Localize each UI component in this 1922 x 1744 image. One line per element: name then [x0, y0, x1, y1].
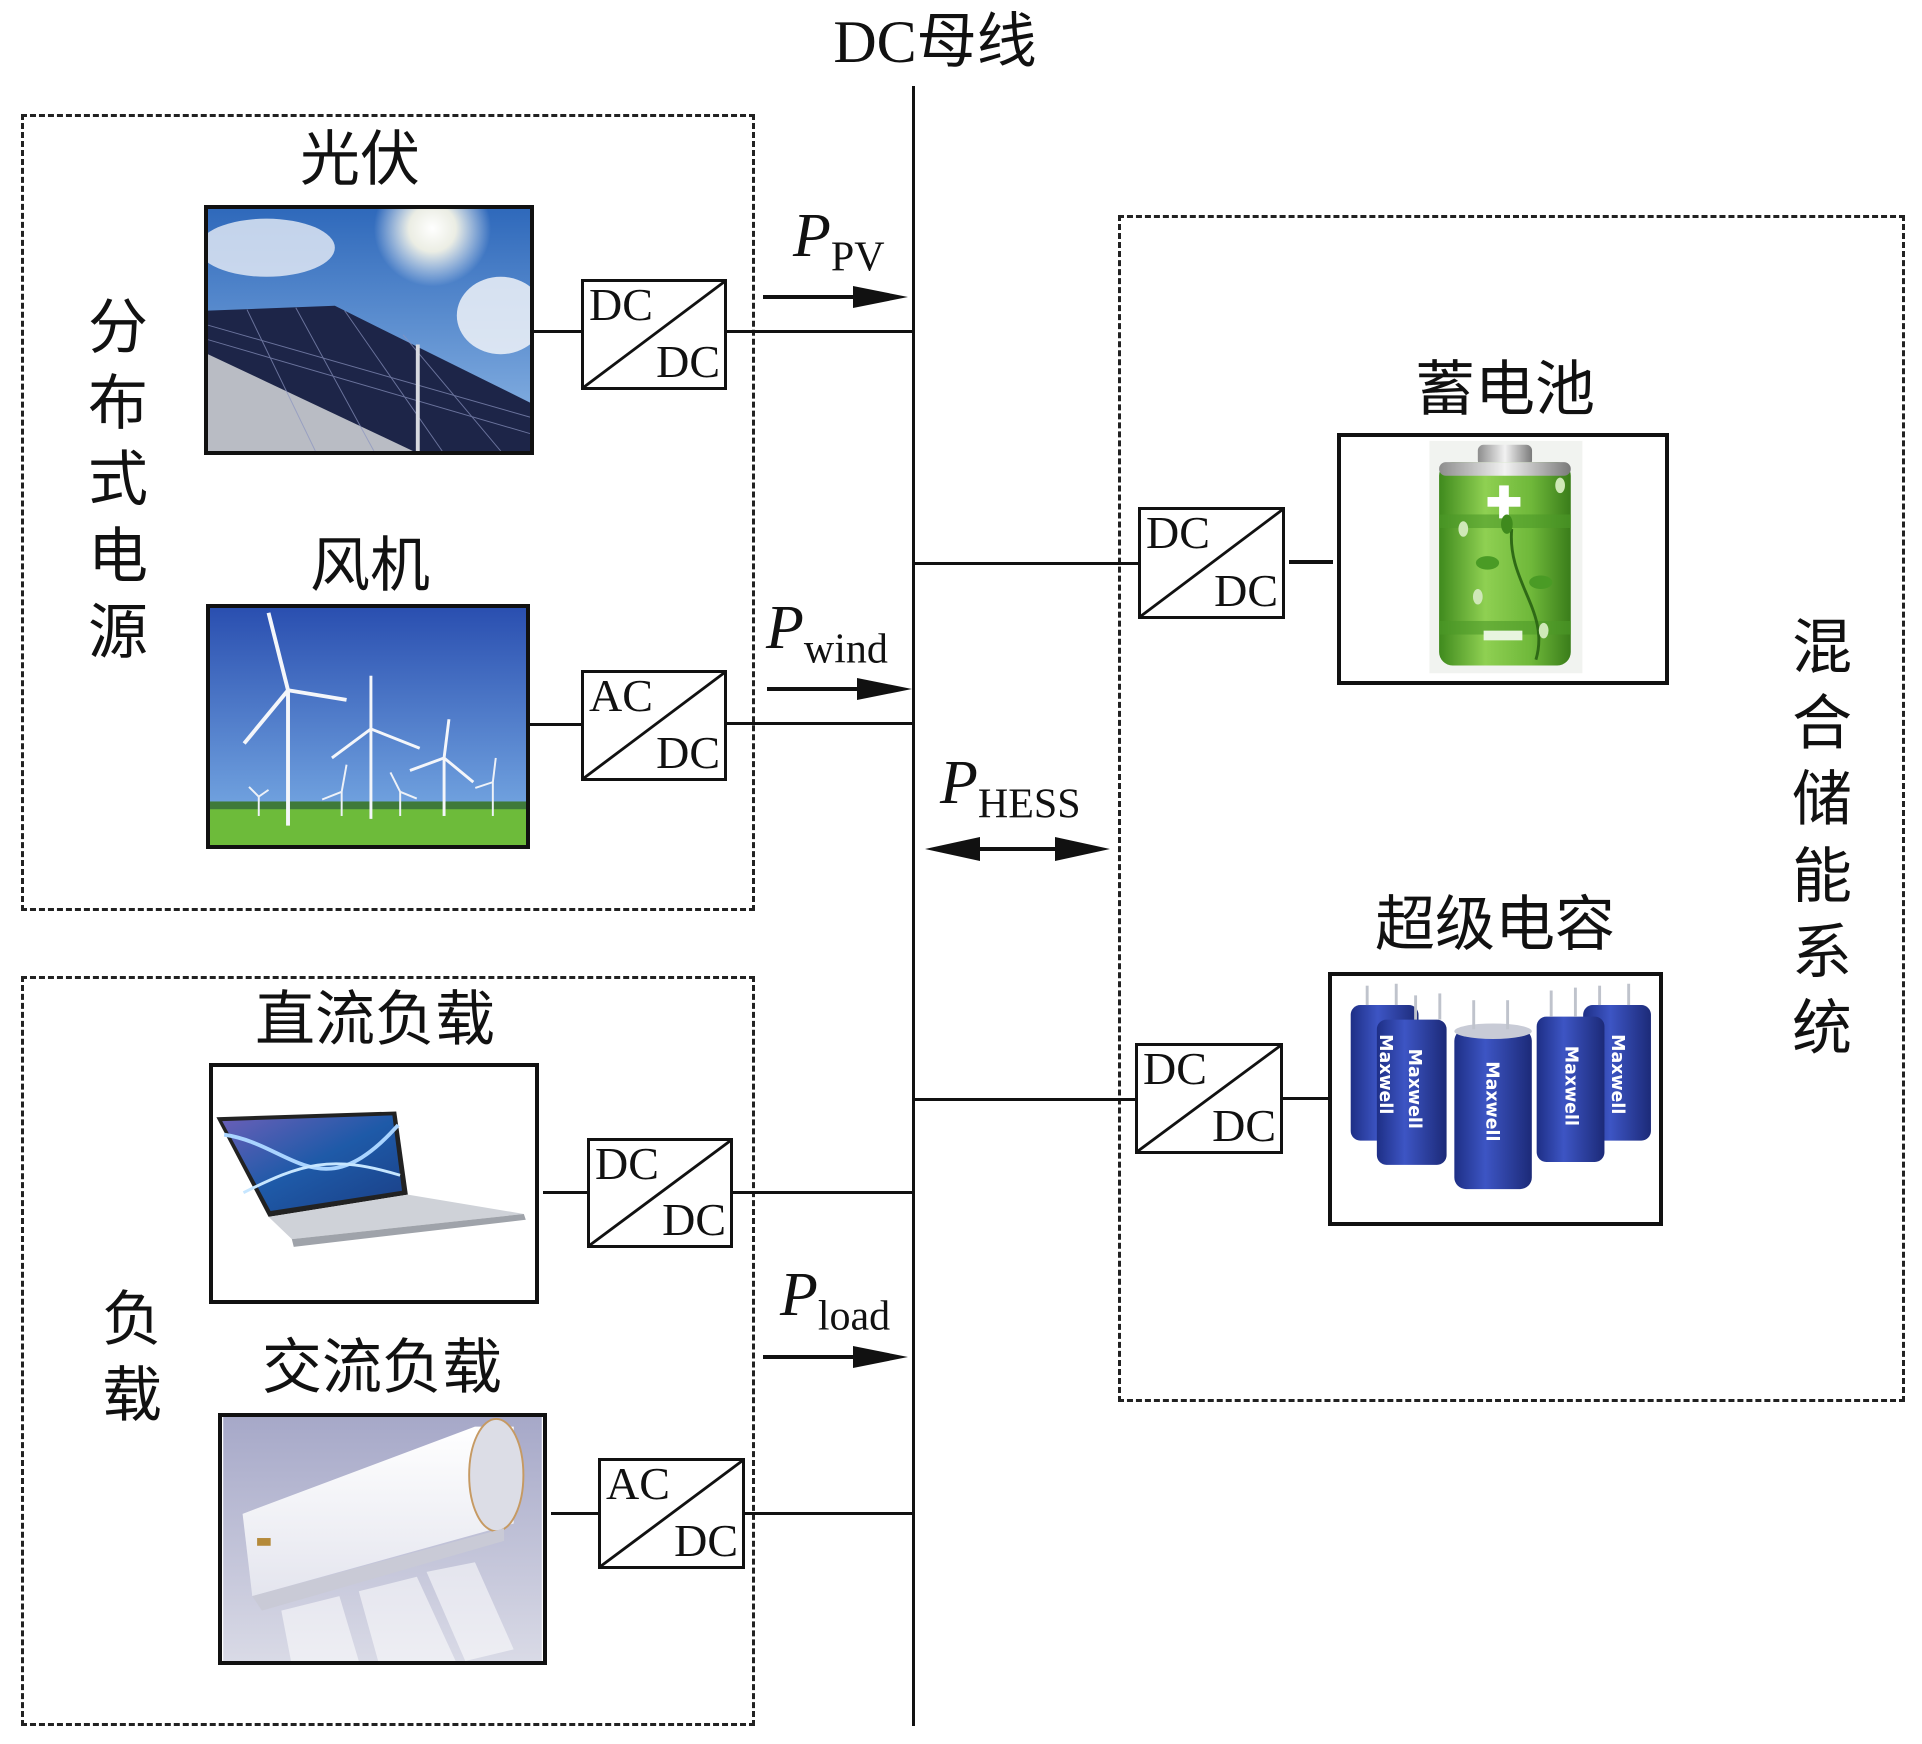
air-conditioner-icon — [223, 1417, 542, 1661]
group-loads — [21, 976, 755, 1726]
dc-load-image — [209, 1063, 539, 1304]
flow-arrow-hess-bidirectional — [925, 837, 1110, 861]
bus-to-supercap-converter-line — [914, 1098, 1135, 1101]
supercap-image: Maxwell Maxwell Maxwell Maxwell Maxwell — [1328, 972, 1663, 1226]
group-hess — [1118, 215, 1905, 1402]
ac-load-image — [218, 1413, 547, 1665]
group-label-char: 负 — [102, 1287, 162, 1353]
group-label-char: 储 — [1792, 767, 1852, 834]
group-label-char: 源 — [88, 599, 148, 666]
supercap-converter-to-supercap-line — [1283, 1097, 1328, 1100]
group-distributed-sources — [21, 114, 755, 911]
dc-bus-title: DC母线 — [833, 9, 1037, 75]
wind-converter: AC DC — [581, 670, 727, 781]
flow-label-wind: Pwind — [766, 594, 888, 673]
battery-label: 蓄电池 — [1415, 357, 1595, 423]
wind-to-bus-line — [727, 722, 914, 725]
svg-text:Maxwell: Maxwell — [1375, 1034, 1395, 1114]
wind-converter-in: AC — [589, 670, 653, 721]
battery-converter: DC DC — [1138, 507, 1285, 619]
wind-to-converter-line — [530, 723, 581, 726]
supercap-label: 超级电容 — [1375, 892, 1615, 958]
svg-text:Maxwell: Maxwell — [1481, 1061, 1501, 1141]
pv-converter: DC DC — [581, 279, 727, 390]
pv-image — [204, 205, 534, 455]
svg-text:Maxwell: Maxwell — [1607, 1034, 1627, 1114]
battery-converter-in: DC — [1146, 507, 1210, 558]
group-label-char: 混 — [1792, 615, 1852, 681]
flow-label-load: Pload — [780, 1261, 891, 1340]
ac-load-to-bus-line — [745, 1512, 914, 1515]
group-label-loads: 负载 — [100, 1282, 164, 1434]
ac-load-label: 交流负载 — [262, 1335, 502, 1401]
svg-text:Maxwell: Maxwell — [1404, 1049, 1424, 1129]
solar-panel-icon — [208, 209, 530, 451]
dc-load-converter-in: DC — [595, 1138, 659, 1189]
dc-load-label: 直流负载 — [255, 987, 495, 1053]
group-label-sources: 分布式电源 — [86, 290, 150, 671]
group-label-char: 合 — [1792, 691, 1852, 758]
group-label-char: 布 — [88, 371, 148, 438]
battery-icon — [1429, 440, 1583, 674]
dc-bus-line — [912, 86, 915, 1726]
group-label-char: 式 — [88, 447, 148, 514]
battery-converter-to-battery-line — [1289, 560, 1333, 564]
ac-to-converter-line — [551, 1512, 598, 1515]
battery-converter-out: DC — [1214, 565, 1278, 616]
pv-to-bus-line — [727, 330, 914, 333]
wind-label: 风机 — [310, 533, 430, 599]
battery-image — [1337, 433, 1669, 685]
group-label-char: 电 — [88, 523, 148, 590]
dc-load-converter: DC DC — [587, 1138, 733, 1248]
pv-label: 光伏 — [300, 127, 420, 193]
flow-arrow-wind — [767, 678, 912, 700]
group-label-char: 系 — [1792, 919, 1852, 986]
supercapacitor-icon: Maxwell Maxwell Maxwell Maxwell Maxwell — [1350, 983, 1651, 1190]
wind-turbine-icon — [210, 608, 526, 845]
pv-converter-out: DC — [656, 336, 720, 387]
flow-label-pv: PPV — [793, 202, 885, 281]
supercap-converter-out: DC — [1212, 1100, 1276, 1151]
flow-label-hess: PHESS — [940, 749, 1081, 828]
supercap-converter: DC DC — [1135, 1043, 1283, 1154]
wind-converter-out: DC — [656, 727, 720, 778]
pv-converter-in: DC — [589, 279, 653, 330]
bus-to-battery-converter-line — [914, 562, 1138, 565]
flow-arrow-load — [763, 1346, 908, 1368]
wind-image — [206, 604, 530, 849]
laptop-icon — [216, 1111, 526, 1247]
ac-load-converter: AC DC — [598, 1458, 745, 1569]
ac-load-converter-out: DC — [674, 1515, 738, 1566]
dc-load-converter-out: DC — [662, 1194, 726, 1245]
svg-text:Maxwell: Maxwell — [1561, 1046, 1581, 1126]
group-label-char: 能 — [1792, 843, 1852, 910]
dc-load-to-bus-line — [733, 1191, 914, 1194]
ac-load-converter-in: AC — [606, 1458, 670, 1509]
pv-to-converter-line — [534, 330, 581, 333]
group-label-char: 载 — [102, 1363, 162, 1430]
group-label-char: 分 — [88, 295, 148, 361]
group-label-char: 统 — [1792, 995, 1852, 1062]
supercap-converter-in: DC — [1143, 1043, 1207, 1094]
flow-arrow-pv — [763, 286, 908, 308]
group-label-hess: 混合储能系统 — [1790, 610, 1854, 1067]
laptop-to-converter-line — [543, 1191, 587, 1194]
